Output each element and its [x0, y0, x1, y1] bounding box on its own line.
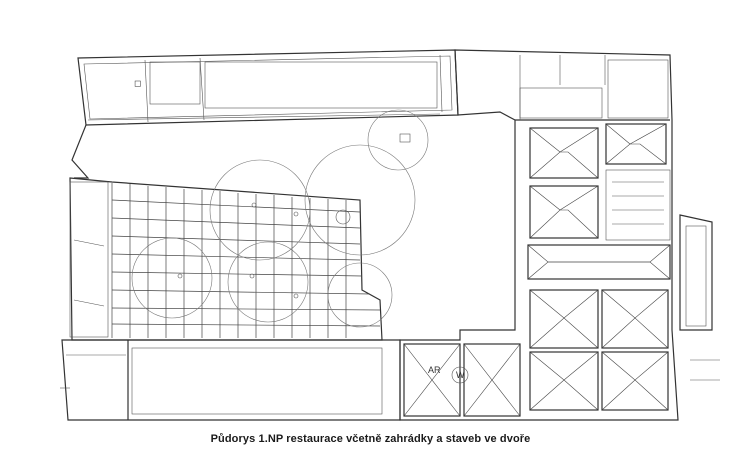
umbrella-circle	[304, 144, 416, 256]
tree-circle	[367, 109, 429, 171]
patio-area	[69, 109, 429, 341]
bottom-building	[60, 339, 401, 421]
umbrella-circle	[131, 237, 213, 319]
left-boundary	[71, 124, 90, 179]
stair-label-left: AR	[428, 365, 441, 375]
umbrella-circle	[209, 159, 311, 261]
wc-mark: ◻	[134, 78, 141, 88]
tree-trunk	[335, 209, 351, 225]
stair-label-right: W	[456, 370, 465, 380]
right-building: AR W	[399, 49, 679, 421]
top-building: ◻	[77, 49, 459, 126]
tile-grid	[111, 183, 381, 338]
plan-caption: Půdorys 1.NP restaurace včetně zahrádky …	[210, 433, 531, 445]
right-annex	[679, 214, 720, 381]
umbrella-circle	[327, 262, 393, 328]
umbrella-circle	[227, 241, 309, 323]
